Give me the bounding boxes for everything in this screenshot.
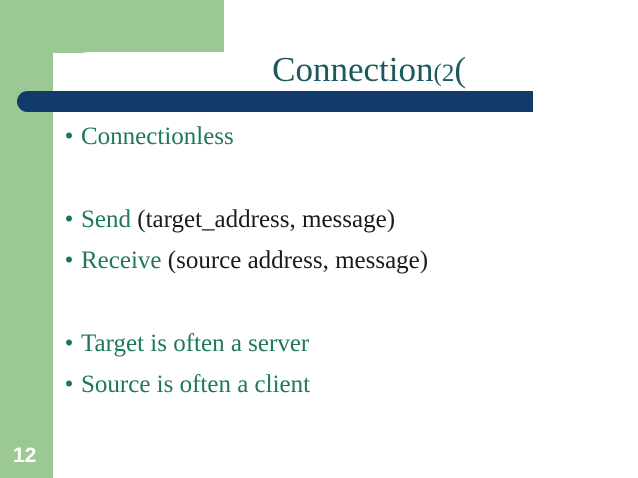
bullet-text: Target is often a server: [81, 323, 627, 364]
bullet-text: Connectionless: [81, 116, 627, 157]
title-divider-rule: [17, 91, 533, 112]
slide-title-sub: (2: [433, 60, 455, 87]
bullet-item: • Send (target_address, message): [57, 199, 627, 240]
bullet-list: • Connectionless • Send (target_address, me…: [57, 116, 627, 405]
slide-title: ) Connection(2: [0, 49, 466, 95]
slide-title-main: Connection: [272, 50, 434, 89]
bullet-text: Send (target_address, message): [81, 199, 627, 240]
bullet-text-segment: Receive: [81, 247, 162, 274]
bullet-text-segment: (source address, message): [161, 247, 429, 274]
bullet-text-segment: Connectionless: [81, 123, 234, 150]
bullet-item: • Receive (source address, message): [57, 240, 627, 281]
bullet-item: • Connectionless: [57, 116, 627, 157]
bullet-text-segment: Source is often a client: [81, 371, 311, 398]
bullet-dot-icon: •: [64, 247, 74, 274]
bullet-text-segment: Target is often a server: [81, 330, 310, 357]
slide-title-prefix: ): [454, 50, 466, 89]
bullet-text-segment: (target_address, message): [131, 206, 396, 233]
bullet-text: Receive (source address, message): [81, 240, 627, 281]
bullet-text: Source is often a client: [81, 364, 627, 405]
bullet-item: • Target is often a server: [57, 323, 627, 364]
bullet-dot-icon: •: [64, 371, 74, 398]
page-number: 12: [13, 444, 37, 467]
bullet-item: • Source is often a client: [57, 364, 627, 405]
bullet-text-segment: Send: [81, 206, 131, 233]
decorative-green-side-strip: [0, 0, 53, 478]
bullet-dot-icon: •: [64, 330, 74, 357]
bullet-dot-icon: •: [64, 206, 74, 233]
bullet-dot-icon: •: [64, 123, 74, 150]
